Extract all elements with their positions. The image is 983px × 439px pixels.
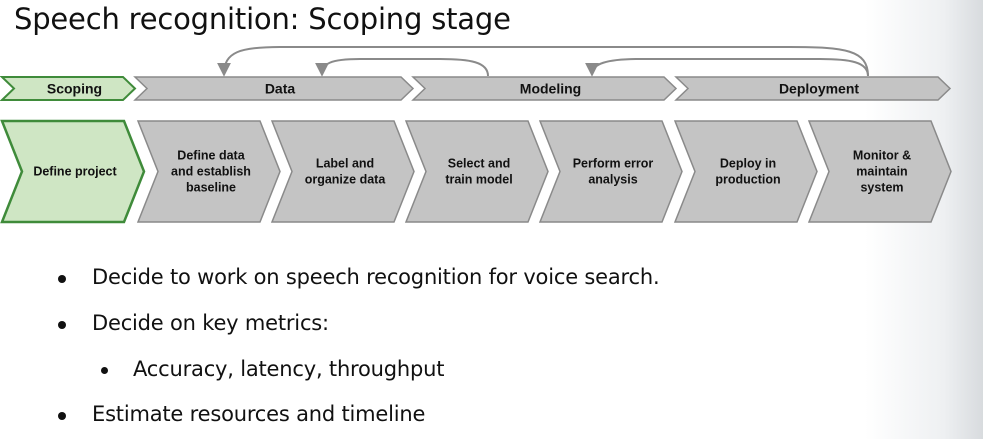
step-chevron — [404, 120, 549, 223]
step-label: Monitor & — [853, 149, 911, 163]
step-chevron — [673, 120, 818, 223]
step-chevron — [136, 120, 281, 223]
phase-label: Deployment — [779, 81, 859, 97]
step-label: and establish — [171, 165, 251, 179]
step-label: organize data — [305, 173, 387, 187]
step-label: maintain — [856, 165, 907, 179]
phase-chevron — [674, 76, 952, 101]
step-chevron — [0, 119, 146, 224]
phase-label: Modeling — [520, 81, 581, 97]
iteration-arrow — [315, 58, 489, 77]
step-label: Select and — [448, 157, 511, 171]
step-row: Define project Define data and establish ba… — [0, 119, 952, 224]
phase-chevron — [0, 76, 137, 101]
step-label: system — [860, 181, 903, 195]
phase-chevron — [411, 76, 678, 101]
step-label: Deploy in — [720, 157, 776, 171]
phase-chevron — [133, 76, 415, 101]
iteration-arrow — [585, 58, 869, 77]
phase-label: Data — [265, 81, 296, 97]
step-label: Label and — [316, 157, 374, 171]
iteration-arrow — [217, 46, 869, 77]
step-label: production — [715, 173, 780, 187]
step-label: Define data — [177, 149, 245, 163]
step-label: baseline — [186, 181, 236, 195]
step-label: Perform error — [573, 157, 654, 171]
step-label: analysis — [588, 173, 637, 187]
iteration-arrows — [217, 46, 869, 77]
step-chevron — [807, 120, 952, 223]
step-label: Define project — [33, 165, 117, 179]
phase-label: Scoping — [47, 81, 102, 97]
step-chevron — [270, 120, 415, 223]
slide-title: Speech recognition: Scoping stage — [14, 2, 511, 36]
phase-row: Scoping Data Modeling Deployment — [0, 76, 952, 101]
step-chevron — [538, 120, 683, 223]
step-label: train model — [445, 173, 512, 187]
